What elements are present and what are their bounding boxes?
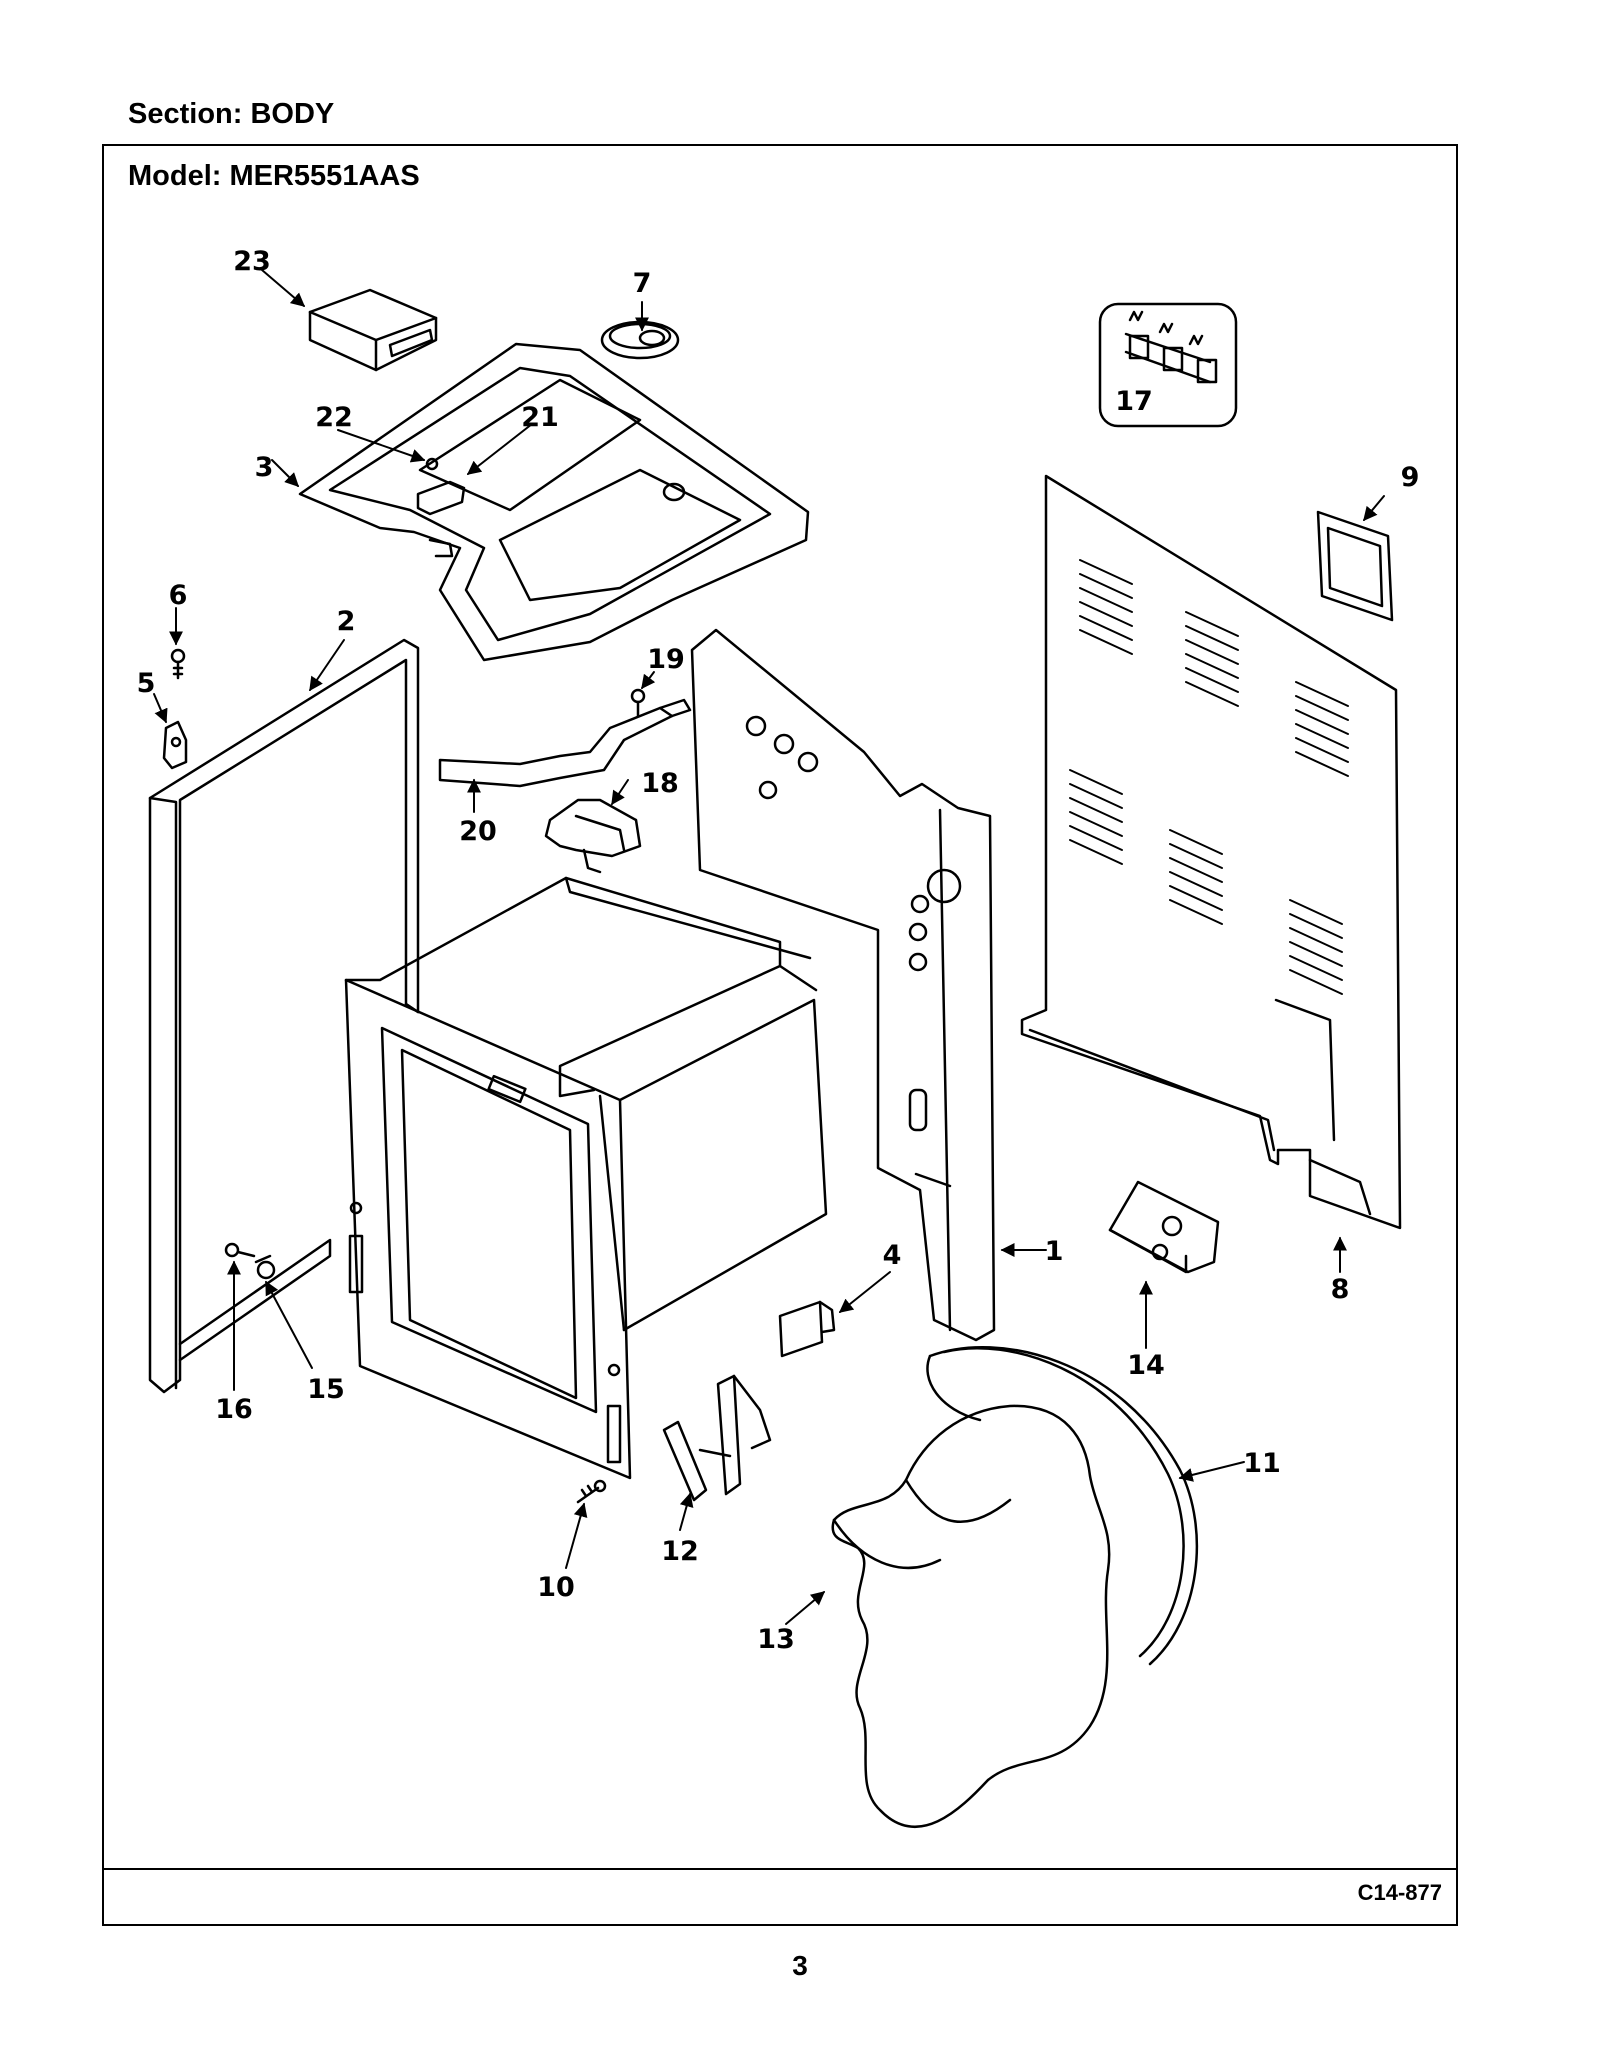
callout-19: 19: [647, 644, 685, 675]
callout-21: 21: [521, 402, 559, 433]
callout-10: 10: [537, 1572, 575, 1603]
gasket-11-part: [926, 1345, 1199, 1666]
callout-2: 2: [337, 606, 356, 637]
callout-22: 22: [315, 402, 353, 433]
screw-10-part: [576, 1479, 607, 1504]
callout-labels: 23 7 17 22 21 3 9 6 2 19 5 18 20 1 4 8 1…: [137, 246, 1420, 1655]
door-frame-part: [344, 978, 632, 1480]
module-box-part: [308, 288, 438, 372]
callout-13: 13: [757, 1624, 795, 1655]
callout-18: 18: [641, 768, 679, 799]
page-number: 3: [792, 1950, 808, 1981]
latch-lever-20-part: [438, 698, 692, 788]
callout-8: 8: [1331, 1274, 1350, 1305]
callout-16: 16: [215, 1394, 253, 1425]
callout-17: 17: [1115, 386, 1153, 417]
latch-18-part: [544, 798, 642, 874]
callout-3: 3: [255, 452, 274, 483]
callout-11: 11: [1243, 1448, 1281, 1479]
bracket-4-part: [778, 1300, 836, 1358]
leader-lines: [153, 269, 1385, 1625]
callout-12: 12: [661, 1536, 699, 1567]
screw-16-part: [224, 1242, 256, 1258]
footer-divider: [102, 1868, 1458, 1870]
rear-panel-part: [1020, 474, 1402, 1230]
oven-cavity-part: [344, 876, 828, 1332]
callout-7: 7: [633, 268, 652, 299]
clip-5-part: [162, 720, 188, 770]
diagram-frame: [102, 144, 1458, 1926]
left-side-panel-part: [148, 638, 420, 1394]
model-title: Model: MER5551AAS: [128, 160, 420, 192]
bracket-21-part: [416, 457, 466, 516]
callout-1: 1: [1045, 1236, 1064, 1267]
screw-19-part: [630, 688, 646, 718]
callout-9: 9: [1401, 462, 1420, 493]
plug-15-part: [254, 1254, 276, 1280]
callout-23: 23: [233, 246, 271, 277]
terminal-block-inset: [1098, 302, 1238, 428]
callout-14: 14: [1127, 1350, 1165, 1381]
callout-20: 20: [459, 816, 497, 847]
section-title: Section: BODY: [128, 98, 335, 130]
right-side-panel-part: [690, 628, 996, 1342]
diagram-code: C14-877: [1357, 1880, 1442, 1905]
callout-5: 5: [137, 668, 156, 699]
retainer-9-part: [1316, 510, 1394, 622]
cap-part: [600, 320, 680, 360]
top-panel-part: [298, 342, 810, 662]
insulation-13-part: [831, 1404, 1111, 1829]
callout-4: 4: [883, 1240, 902, 1271]
hinge-12-part: [662, 1374, 772, 1502]
screw-6-part: [170, 648, 186, 680]
callout-15: 15: [307, 1374, 345, 1405]
callout-6: 6: [169, 580, 188, 611]
cover-plate-14-part: [1108, 1180, 1220, 1274]
